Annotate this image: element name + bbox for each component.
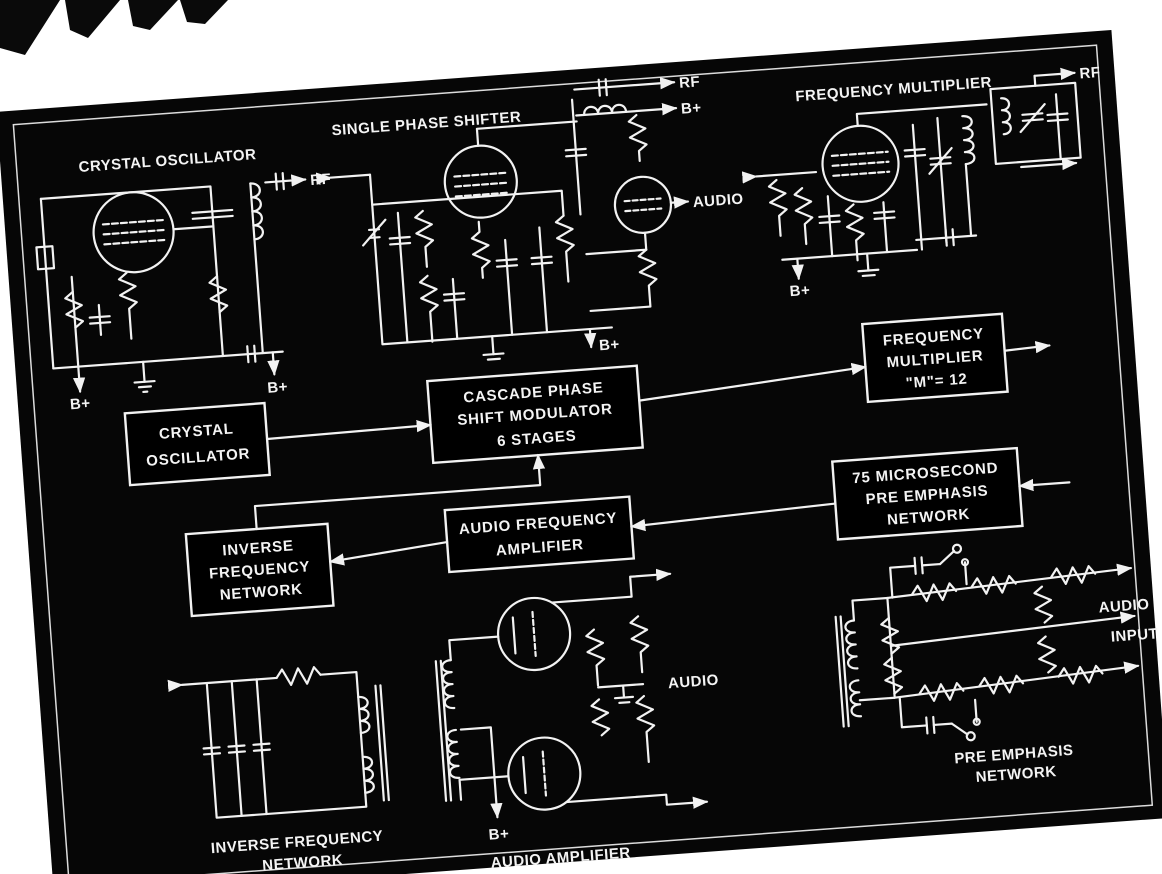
bplus-label: B+ — [599, 336, 621, 354]
rf-output-label: RF — [679, 73, 701, 91]
rf-output-label: RF — [310, 171, 332, 189]
rf-output-label: RF — [1079, 64, 1101, 82]
crystal-oscillator-block — [125, 403, 270, 485]
bplus-label: B+ — [488, 825, 510, 843]
bplus-label: B+ — [680, 99, 702, 117]
bplus-label: B+ — [789, 282, 811, 300]
audio-input-label: INPUT — [1110, 625, 1159, 645]
bplus-label: B+ — [267, 378, 289, 396]
bplus-label: B+ — [69, 395, 91, 413]
